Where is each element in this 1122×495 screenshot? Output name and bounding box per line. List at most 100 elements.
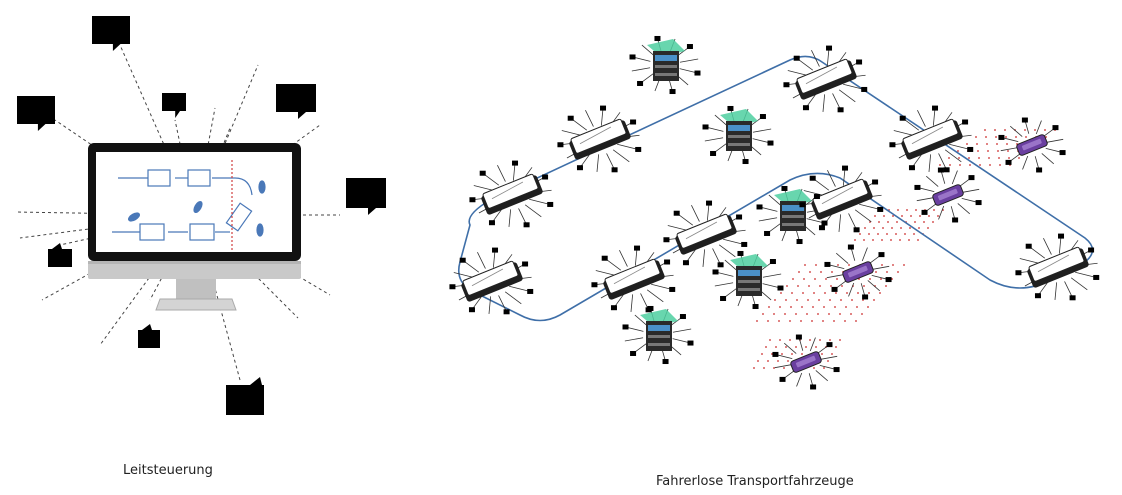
signal-line — [509, 285, 531, 292]
transport-track — [457, 55, 1094, 322]
sensor-dot — [872, 239, 874, 241]
transport-vehicle-icon — [675, 213, 737, 255]
robot-vehicle-icon — [647, 39, 685, 81]
sensor-dot — [769, 339, 771, 341]
tag-icon — [799, 202, 806, 208]
tag-icon — [736, 214, 743, 220]
speech-bubble-icon — [17, 96, 55, 131]
sensor-dot — [779, 339, 781, 341]
signal-line — [1075, 271, 1097, 278]
sensor-dot — [797, 285, 799, 287]
signal-line — [822, 94, 826, 112]
transport-vehicle-icon — [603, 258, 665, 300]
signal-line — [524, 204, 542, 218]
sensor-dot — [1044, 129, 1046, 131]
small-agv-icon — [932, 184, 964, 206]
sensor-dot — [882, 227, 884, 229]
signal-line — [723, 238, 745, 245]
signal-line — [724, 259, 738, 272]
signal-line — [672, 328, 692, 333]
tag-icon — [634, 245, 641, 251]
vehicle-signal-lines — [452, 38, 1098, 388]
signal-line — [194, 127, 231, 216]
signal-line — [838, 214, 842, 232]
caption-transport-vehicles: Fahrerlose Transportfahrzeuge — [656, 474, 854, 489]
sensor-dot — [798, 271, 800, 273]
tag-icon — [557, 142, 564, 148]
sensor-dot — [833, 320, 835, 322]
tag-icon — [610, 305, 617, 311]
signal-line — [651, 283, 673, 290]
sensor-dot — [999, 164, 1001, 166]
sensor-dot — [773, 367, 775, 369]
tag-icon — [702, 124, 709, 130]
sensor-dot — [808, 285, 810, 287]
tag-icon — [576, 165, 583, 171]
sensor-dot — [915, 209, 917, 211]
tag-icon — [821, 220, 828, 226]
tag-icon — [802, 105, 809, 111]
sensor-dot — [825, 278, 827, 280]
sensor-dot — [789, 339, 791, 341]
sensor-dot — [887, 221, 889, 223]
sensor-dot — [795, 313, 797, 315]
tag-icon — [662, 359, 669, 365]
sensor-dot — [867, 306, 869, 308]
signal-line — [477, 252, 486, 269]
monitor-screen-layout — [112, 160, 266, 250]
tag-icon — [818, 225, 825, 231]
sensor-dot — [809, 339, 811, 341]
sensor-dot — [815, 264, 817, 266]
signal-line — [1045, 138, 1064, 143]
sensor-dot — [948, 157, 950, 159]
tag-icon — [694, 70, 701, 76]
sensor-dot — [854, 239, 856, 241]
signal-line — [842, 168, 846, 186]
tag-icon — [630, 350, 637, 356]
signal-line — [512, 163, 516, 181]
tag-icon — [795, 334, 802, 340]
tag-icon — [468, 307, 475, 313]
sensor-dot — [777, 360, 779, 362]
signal-line — [819, 355, 838, 360]
tag-icon — [1059, 150, 1066, 156]
transport-vehicle-icon — [901, 118, 963, 160]
tag-icon — [629, 54, 636, 60]
sensor-dot — [969, 164, 971, 166]
tag-icon — [967, 146, 974, 152]
sensor-dot — [875, 271, 877, 273]
sensor-dot — [890, 239, 892, 241]
signal-line — [704, 137, 724, 142]
sensor-dot — [781, 353, 783, 355]
signal-line — [916, 197, 935, 202]
sensor-dot — [979, 164, 981, 166]
sensor-dot — [923, 221, 925, 223]
signal-line — [529, 198, 551, 205]
tag-icon — [793, 55, 800, 61]
sensor-dot — [996, 143, 998, 145]
tag-icon — [1015, 270, 1022, 276]
signal-line — [1019, 258, 1041, 265]
signal-line — [832, 93, 841, 110]
sensor-dot — [767, 360, 769, 362]
transport-vehicle-icon — [795, 58, 857, 100]
sensor-dot — [756, 320, 758, 322]
tag-icon — [783, 82, 790, 88]
sensor-dot — [984, 129, 986, 131]
tag-icon — [669, 89, 676, 95]
tag-icon — [952, 217, 959, 223]
sensor-dot — [856, 306, 858, 308]
sensor-dot — [839, 339, 841, 341]
sensor-dot — [1024, 129, 1026, 131]
speech-bubble-icon — [346, 178, 386, 215]
sensor-dot — [892, 215, 894, 217]
sensor-dot — [819, 285, 821, 287]
sensor-dot — [757, 360, 759, 362]
sensor-dot — [857, 292, 859, 294]
signal-line — [949, 143, 971, 150]
speech-bubble-icon — [162, 93, 186, 118]
sensor-dot — [949, 164, 951, 166]
sensor-dot — [814, 278, 816, 280]
sensor-dot — [813, 367, 815, 369]
tag-icon — [720, 295, 727, 301]
